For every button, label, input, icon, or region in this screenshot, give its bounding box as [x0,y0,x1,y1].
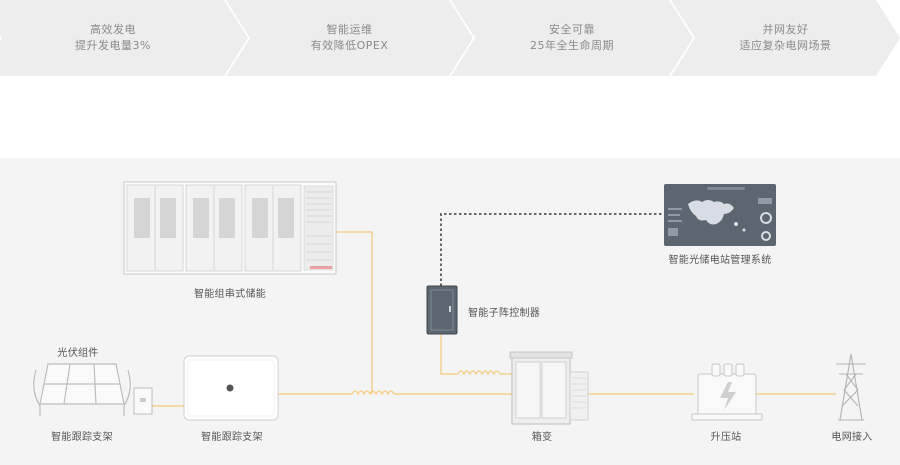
power-line-coil-b [457,370,501,376]
signal-line [440,213,664,286]
feature-title: 高效发电 [90,23,136,36]
power-line-coil-a [351,390,395,396]
feature-subtitle: 25年全生命周期 [530,39,614,52]
feature-chevron-grid: 并网友好 适应复杂电网场景 [671,0,900,76]
lightning-icon [720,382,736,410]
feature-chevron-efficiency: 高效发电 提升发电量3% [0,0,248,76]
feature-subtitle: 有效降低OPEX [310,39,389,52]
power-line-storage [336,231,373,394]
label-inverter: 智能跟踪支架 [201,432,263,443]
power-lines [150,231,836,407]
power-line-controller [440,334,458,375]
feature-title: 智能运维 [326,23,373,36]
world-map-icon [688,200,734,225]
feature-chevron-safety: 安全可靠 25年全生命周期 [451,0,693,76]
feature-banner: 高效发电 提升发电量3% 智能运维 有效降低OPEX 安全可靠 25年全生命周期… [0,0,900,76]
label-storage: 智能组串式储能 [193,289,267,300]
controller-cabinet [426,285,458,335]
label-booster: 升压站 [710,432,742,443]
grid-tower-icon [836,353,866,421]
label-tracker: 智能跟踪支架 [51,432,113,443]
box-transformer [509,351,589,425]
label-grid: 电网接入 [831,432,873,443]
management-dashboard [664,184,776,246]
feature-subtitle: 提升发电量3% [75,39,151,52]
feature-chevron-operation: 智能运维 有效降低OPEX [226,0,473,76]
feature-title: 并网友好 [762,23,809,36]
feature-subtitle: 适应复杂电网场景 [739,39,832,52]
storage-container [123,181,337,275]
label-controller: 智能子阵控制器 [468,308,541,319]
label-box-transformer: 箱变 [531,432,553,443]
inverter-device [183,355,279,421]
diagram-canvas [33,181,866,425]
label-pv-modules: 光伏组件 [57,348,99,359]
label-management: 智能光储电站管理系统 [668,255,772,266]
booster-station [691,363,763,421]
system-diagram: 智能组串式储能 智能光储电站管理系统 智能子阵控制器 光伏组件 智能跟踪支架 智… [0,158,900,465]
pv-tracker-panel [33,363,131,416]
feature-title: 安全可靠 [549,23,595,36]
